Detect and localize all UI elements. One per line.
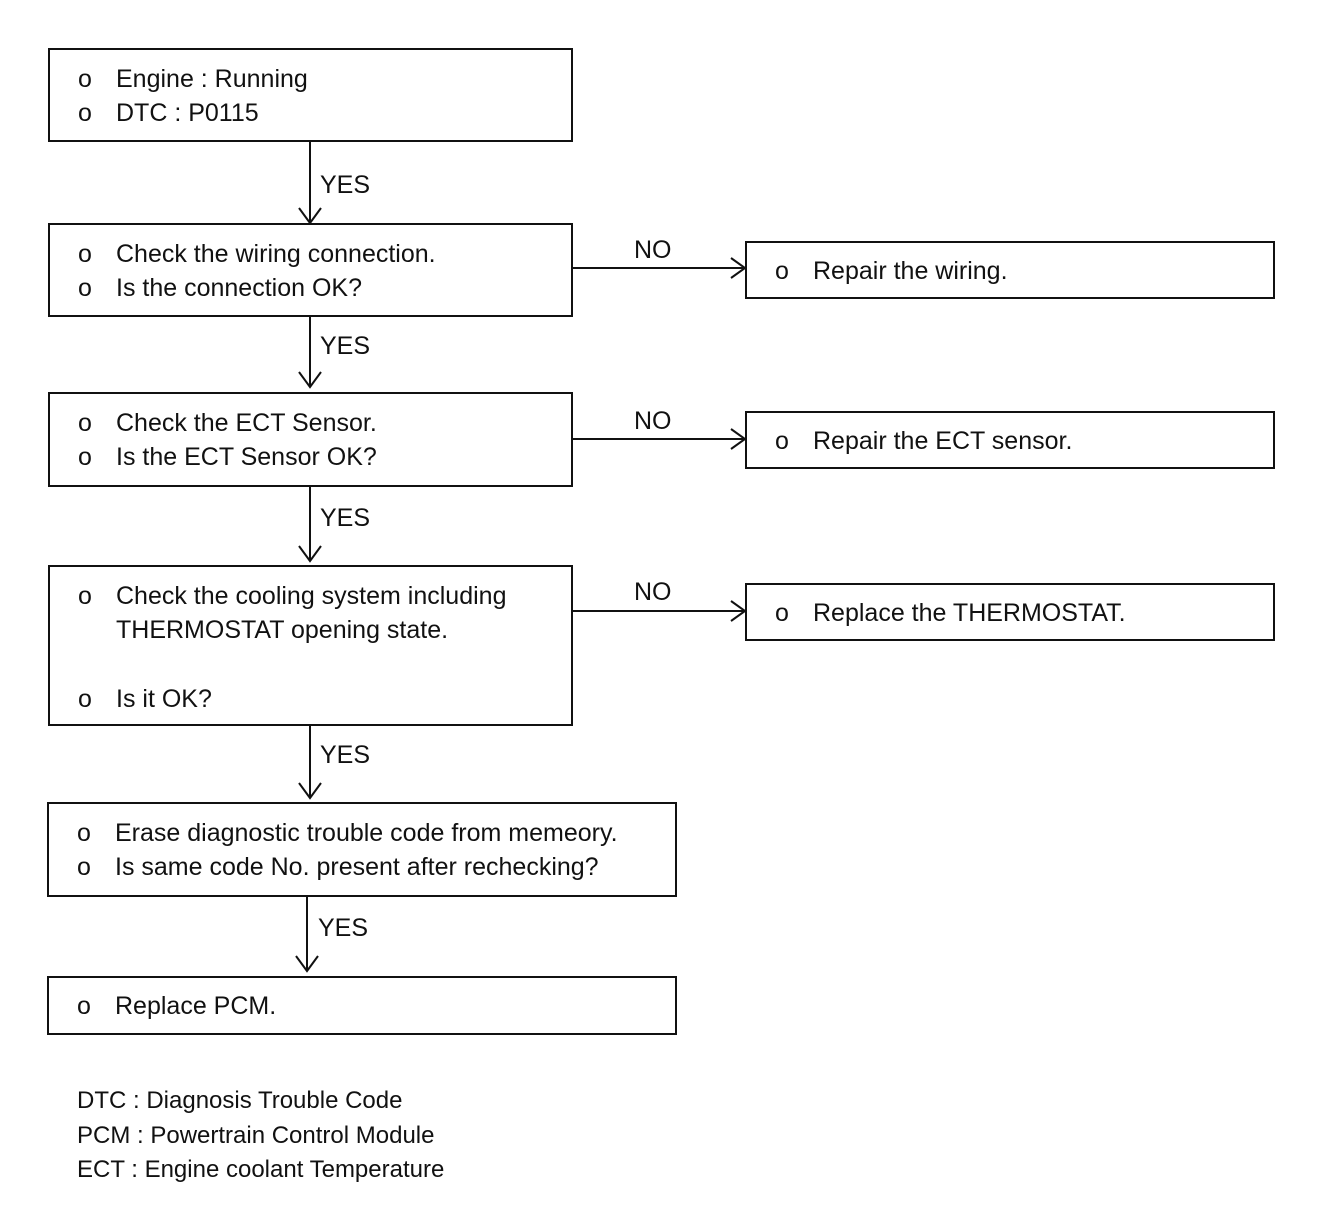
bullet: o xyxy=(77,819,91,847)
legend-pcm: PCM : Powertrain Control Module xyxy=(77,1122,435,1149)
step-text: Erase diagnostic trouble code from memeo… xyxy=(115,819,618,847)
step-text: Check the cooling system including xyxy=(116,582,507,610)
step-text: Repair the ECT sensor. xyxy=(813,427,1073,455)
yes-label: YES xyxy=(320,504,371,532)
action-replace-pcm: o Replace PCM. xyxy=(47,976,677,1035)
step-text: Is the ECT Sensor OK? xyxy=(116,443,377,471)
bullet: o xyxy=(78,99,92,127)
step-text: THERMOSTAT opening state. xyxy=(116,616,449,644)
step-text: Check the ECT Sensor. xyxy=(116,409,377,437)
step-erase-dtc: o Erase diagnostic trouble code from mem… xyxy=(47,802,677,897)
legend-ect: ECT : Engine coolant Temperature xyxy=(77,1156,445,1183)
step-text: Replace PCM. xyxy=(115,992,277,1020)
bullet: o xyxy=(775,257,789,285)
step-check-ect-sensor: o Check the ECT Sensor. o Is the ECT Sen… xyxy=(48,392,573,487)
yes-label: YES xyxy=(318,914,369,942)
action-replace-thermostat: o Replace the THERMOSTAT. xyxy=(745,583,1275,641)
action-repair-wiring: o Repair the wiring. xyxy=(745,241,1275,299)
step-text: Check the wiring connection. xyxy=(116,240,436,268)
no-label: NO xyxy=(634,236,672,264)
bullet: o xyxy=(78,582,92,610)
step-text: Is it OK? xyxy=(116,685,212,713)
action-repair-ect-sensor: o Repair the ECT sensor. xyxy=(745,411,1275,469)
step-check-cooling-system: o Check the cooling system including THE… xyxy=(48,565,573,726)
legend-dtc: DTC : Diagnosis Trouble Code xyxy=(77,1087,403,1114)
no-label: NO xyxy=(634,578,672,606)
bullet: o xyxy=(78,443,92,471)
bullet: o xyxy=(775,427,789,455)
step-text: DTC : P0115 xyxy=(116,99,259,127)
step-text: Replace the THERMOSTAT. xyxy=(813,599,1126,627)
step-check-wiring: o Check the wiring connection. o Is the … xyxy=(48,223,573,317)
bullet: o xyxy=(78,240,92,268)
bullet: o xyxy=(78,685,92,713)
no-label: NO xyxy=(634,407,672,435)
bullet: o xyxy=(775,599,789,627)
step-text: Is same code No. present after recheckin… xyxy=(115,853,599,881)
arrowhead-box3-box4 xyxy=(298,545,322,563)
step-text: Is the connection OK? xyxy=(116,274,362,302)
yes-label: YES xyxy=(320,741,371,769)
bullet: o xyxy=(78,65,92,93)
arrowhead-box5-box6 xyxy=(295,955,319,973)
yes-label: YES xyxy=(320,171,371,199)
arrowhead-box2-box3 xyxy=(298,371,322,389)
step-text: Engine : Running xyxy=(116,65,308,93)
arrowhead-box4-box5 xyxy=(298,782,322,800)
bullet: o xyxy=(77,992,91,1020)
bullet: o xyxy=(77,853,91,881)
step-text: Repair the wiring. xyxy=(813,257,1008,285)
yes-label: YES xyxy=(320,332,371,360)
bullet: o xyxy=(78,274,92,302)
bullet: o xyxy=(78,409,92,437)
step-engine-running: o Engine : Running o DTC : P0115 xyxy=(48,48,573,142)
